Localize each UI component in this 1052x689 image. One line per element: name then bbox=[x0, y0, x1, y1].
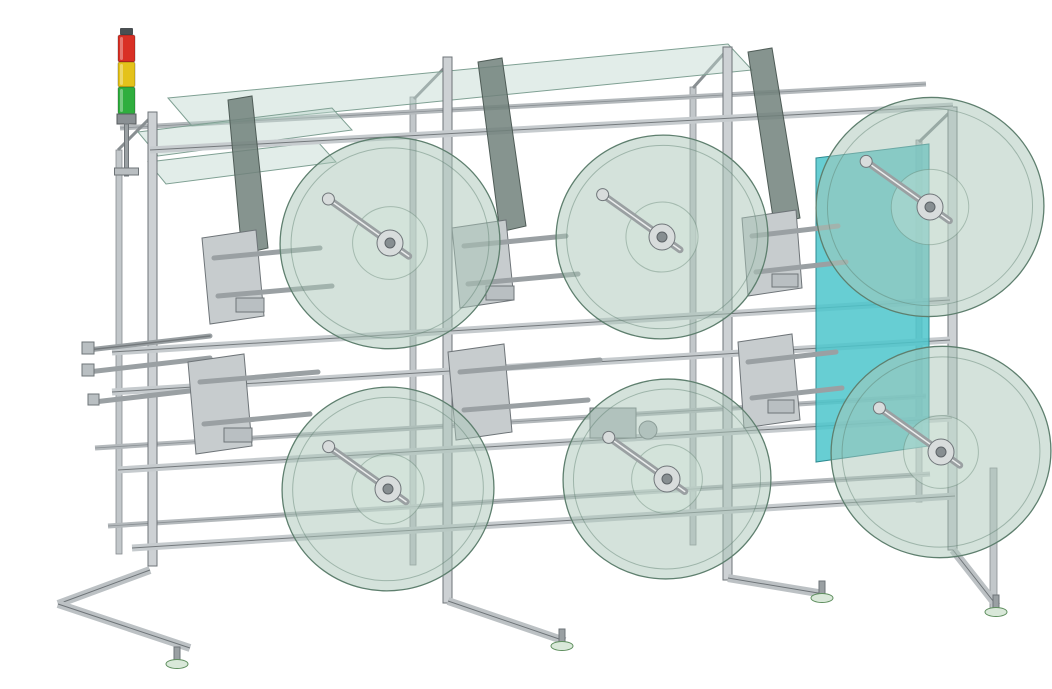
module-block bbox=[235, 297, 265, 313]
back-rail-edge bbox=[107, 473, 931, 527]
film-web bbox=[227, 95, 269, 255]
glass-sheet-main bbox=[166, 43, 754, 127]
shaft-end-cap bbox=[602, 430, 616, 444]
module-block bbox=[771, 273, 799, 288]
dancer-rod bbox=[85, 355, 213, 375]
guide-roller bbox=[753, 259, 849, 275]
reel-hub-center bbox=[924, 201, 936, 213]
film-reel bbox=[281, 386, 495, 592]
shaft-end-cap bbox=[321, 192, 335, 206]
leveling-foot bbox=[810, 580, 834, 603]
stack-light-segment-highlight bbox=[120, 37, 123, 60]
stack-light-pole bbox=[124, 123, 129, 177]
leveling-foot bbox=[550, 628, 574, 651]
stack-light bbox=[114, 28, 139, 177]
foot-stem bbox=[173, 646, 181, 662]
base-beam-edge bbox=[57, 569, 151, 605]
guide-roller bbox=[457, 357, 603, 375]
film-reel bbox=[555, 134, 769, 340]
shaft-end-cap bbox=[872, 401, 886, 415]
stack-light-cap bbox=[120, 28, 133, 35]
guide-roller bbox=[197, 369, 321, 385]
reel-flange-ring bbox=[566, 144, 758, 330]
film-web bbox=[477, 57, 527, 233]
reel-flange-ring bbox=[572, 388, 762, 570]
film-reel bbox=[815, 96, 1045, 318]
module-block bbox=[767, 399, 795, 414]
reels-layer bbox=[279, 96, 1052, 592]
reel-hub-center bbox=[382, 483, 394, 495]
foot-pad bbox=[165, 659, 189, 669]
reel-hub-center bbox=[384, 237, 396, 249]
foot-pad bbox=[984, 607, 1008, 617]
shaft-end-cap bbox=[596, 188, 610, 202]
guide-roller bbox=[749, 385, 845, 401]
module-block bbox=[485, 285, 515, 301]
reel-hub-center bbox=[656, 231, 668, 243]
guide-modules bbox=[81, 209, 849, 455]
depth-connector bbox=[691, 48, 729, 90]
base-beam-edge bbox=[447, 600, 566, 642]
film-reel bbox=[279, 136, 501, 350]
shaft-end-cap bbox=[859, 154, 873, 168]
stack-light-mount-bracket bbox=[114, 167, 139, 176]
film-reel bbox=[562, 378, 772, 580]
leveling-foot bbox=[165, 646, 189, 669]
reel-flange-ring bbox=[290, 147, 490, 339]
reel-flange-ring bbox=[826, 107, 1034, 307]
reel-hub-center bbox=[661, 473, 673, 485]
dancer-end-block bbox=[81, 341, 95, 355]
module-block bbox=[223, 427, 253, 443]
dancer-rod-edge bbox=[87, 335, 211, 351]
shaft-end-cap bbox=[322, 440, 336, 454]
foot-pad bbox=[550, 641, 574, 651]
dancer-end-block bbox=[81, 363, 95, 377]
reel-flange-ring bbox=[841, 356, 1041, 548]
guide-roller bbox=[201, 411, 313, 427]
base-beam-edge bbox=[57, 603, 191, 649]
low-rail-edge bbox=[117, 417, 953, 471]
stack-light-segment-highlight bbox=[120, 89, 123, 112]
film-web bbox=[747, 47, 801, 225]
film-webs bbox=[227, 47, 801, 255]
foot-stem bbox=[558, 628, 566, 644]
bottom-rail-edge bbox=[131, 495, 956, 549]
reel-hub-center bbox=[935, 446, 947, 458]
stack-light-base bbox=[116, 113, 137, 125]
dancer-end-block bbox=[87, 393, 100, 406]
guide-roller bbox=[745, 349, 839, 365]
mid-rail-upper-edge bbox=[111, 299, 951, 353]
dancer-rod bbox=[91, 387, 201, 405]
depth-connector bbox=[116, 114, 154, 152]
stack-light-segment-highlight bbox=[120, 64, 123, 85]
base-beam-edge bbox=[727, 577, 825, 595]
foot-pad bbox=[810, 593, 834, 603]
guide-roller bbox=[461, 397, 591, 413]
reel-flange-ring bbox=[292, 396, 484, 582]
foot-stem bbox=[818, 580, 826, 596]
base-beam-edge bbox=[952, 549, 998, 607]
feet-layer bbox=[165, 580, 1008, 669]
front-post bbox=[147, 111, 158, 567]
foot-stem bbox=[992, 594, 1000, 610]
film-reel bbox=[830, 345, 1052, 559]
leveling-foot bbox=[984, 594, 1008, 617]
top-rail-edge bbox=[149, 105, 954, 151]
